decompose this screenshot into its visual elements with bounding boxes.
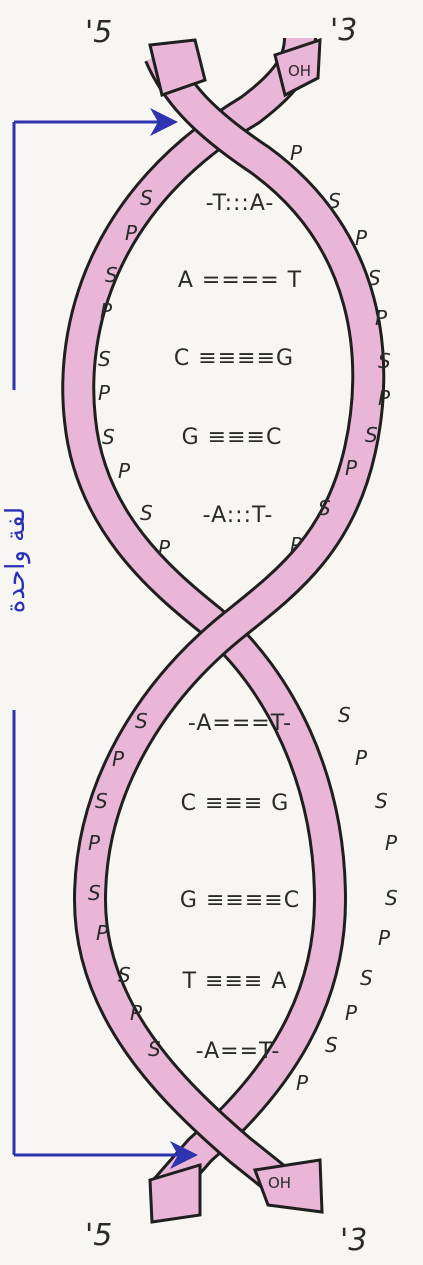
- sugar-label: S: [325, 1033, 338, 1057]
- sugar-label: S: [95, 789, 108, 813]
- sugar-label: S: [140, 186, 153, 210]
- phosphate-label: P: [345, 456, 358, 480]
- oh-top: OH: [288, 62, 311, 80]
- bottom-right-ribbon-end: [252, 1158, 324, 1214]
- sugar-label: S: [98, 347, 111, 371]
- sugar-label: S: [318, 496, 331, 520]
- sugar-label: S: [375, 789, 388, 813]
- sugar-label: S: [140, 501, 153, 525]
- phosphate-label: P: [118, 459, 131, 483]
- phosphate-label: P: [98, 381, 111, 405]
- top-right-ribbon-end: [273, 37, 322, 98]
- sugar-label: S: [135, 709, 148, 733]
- base-pair: G ≡≡≡C: [182, 425, 283, 450]
- arrow-head-bottom: [170, 1141, 198, 1169]
- sugar-label: S: [105, 263, 118, 287]
- phosphate-label: P: [290, 533, 303, 557]
- sugar-label: S: [88, 881, 101, 905]
- arrow-head-top: [150, 108, 178, 136]
- base-pair: C ≡≡≡ G: [181, 791, 290, 816]
- base-pairs-lower: -A===T- C ≡≡≡ G G ≡≡≡≡C T ≡≡≡ A -A==T-: [180, 711, 300, 1064]
- top-left-ribbon-end: [148, 38, 207, 97]
- phosphate-label: P: [112, 747, 125, 771]
- label-3-prime-top: '3: [330, 13, 357, 48]
- sugar-label: S: [328, 189, 341, 213]
- sugar-label: S: [365, 423, 378, 447]
- sugar-label: S: [148, 1037, 161, 1061]
- phosphate-label: P: [158, 536, 171, 560]
- bottom-left-ribbon-end: [148, 1162, 202, 1224]
- oh-bottom: OH: [268, 1174, 291, 1192]
- base-pair: -A===T-: [188, 711, 292, 736]
- base-pair: G ≡≡≡≡C: [180, 888, 300, 913]
- phosphate-label: P: [88, 831, 101, 855]
- phosphate-label: P: [355, 746, 368, 770]
- base-pair: A ==== T: [178, 268, 302, 293]
- base-pairs-upper: -T:::A- A ==== T C ≡≡≡≡G G ≡≡≡C -A:::T-: [174, 191, 302, 528]
- base-pair: C ≡≡≡≡G: [174, 346, 294, 371]
- phosphate-label: P: [296, 1071, 309, 1095]
- phosphate-label: P: [378, 386, 391, 410]
- phosphate-label: P: [290, 141, 303, 165]
- base-pair: T ≡≡≡ A: [182, 969, 288, 994]
- phosphate-label: P: [378, 926, 391, 950]
- phosphate-label: P: [100, 299, 113, 323]
- phosphate-label: P: [355, 226, 368, 250]
- one-turn-label: لفة واحدة: [1, 507, 31, 613]
- phosphate-label: P: [96, 921, 109, 945]
- label-5-prime-top: '5: [85, 15, 112, 50]
- sugar-label: S: [378, 349, 391, 373]
- phosphate-label: P: [125, 221, 138, 245]
- base-pair: -T:::A-: [206, 191, 275, 216]
- sugar-label: S: [102, 425, 115, 449]
- label-3-prime-bottom: '3: [340, 1223, 367, 1258]
- label-5-prime-bottom: '5: [85, 1218, 112, 1253]
- sugar-label: S: [385, 886, 398, 910]
- sugar-label: S: [360, 966, 373, 990]
- base-pair: -A:::T-: [203, 503, 274, 528]
- sugar-label: S: [338, 703, 351, 727]
- phosphate-label: P: [385, 831, 398, 855]
- phosphate-label: P: [375, 306, 388, 330]
- phosphate-label: P: [345, 1001, 358, 1025]
- sugar-label: S: [368, 266, 381, 290]
- base-pair: -A==T-: [196, 1039, 281, 1064]
- phosphate-label: P: [130, 1001, 143, 1025]
- sugar-label: S: [118, 963, 131, 987]
